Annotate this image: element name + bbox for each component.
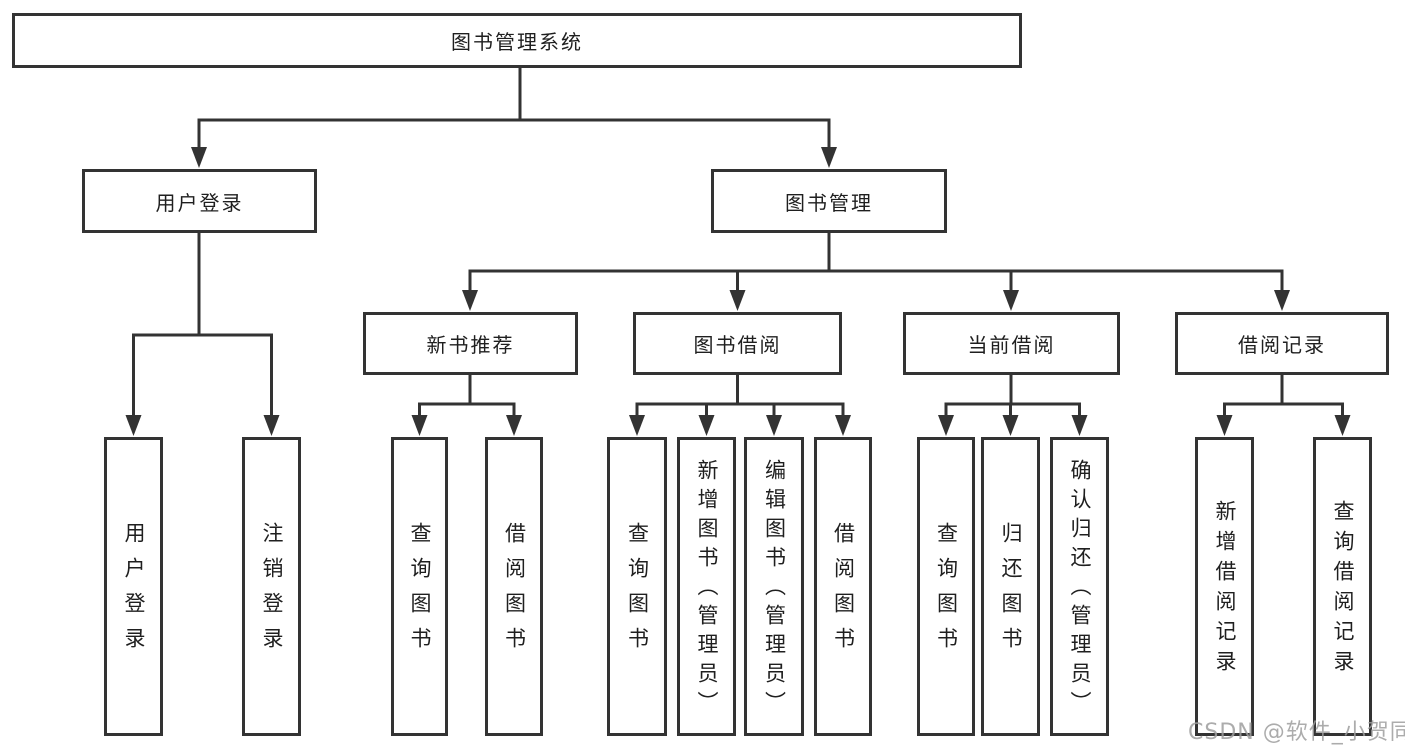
node-leaf-current-confirm-return-admin: 确认归还（管理员）	[1050, 437, 1109, 736]
node-leaf-record-add-borrow-record: 新增借阅记录	[1195, 437, 1254, 736]
node-current-borrow-label: 当前借阅	[967, 333, 1056, 357]
node-borrow-record-label: 借阅记录	[1238, 333, 1326, 357]
node-book-management-label: 图书管理	[785, 190, 873, 215]
node-leaf-newbook-borrow-books: 借阅图书	[485, 437, 543, 736]
node-leaf-borrow-query-books: 查询图书	[607, 437, 667, 736]
watermark: CSDN @软件_小贺同学	[1188, 720, 1405, 745]
node-leaf-borrow-add-book-admin: 新增图书（管理员）	[677, 437, 736, 736]
node-book-borrow-label: 图书借阅	[693, 333, 782, 357]
node-leaf-logout: 注销登录	[242, 437, 301, 736]
node-current-borrow: 当前借阅	[903, 312, 1120, 375]
node-leaf-current-return-books: 归还图书	[981, 437, 1040, 736]
node-user-login-label: 用户登录	[155, 190, 244, 215]
node-leaf-user-login: 用户登录	[104, 437, 163, 736]
node-root-label: 图书管理系统	[451, 30, 583, 54]
node-book-management: 图书管理	[711, 169, 947, 233]
node-leaf-borrow-borrow-books: 借阅图书	[814, 437, 872, 736]
node-user-login: 用户登录	[82, 169, 317, 233]
node-new-book-recommend: 新书推荐	[363, 312, 578, 375]
node-leaf-record-query-borrow-record: 查询借阅记录	[1313, 437, 1372, 736]
node-book-borrow: 图书借阅	[633, 312, 842, 375]
node-borrow-record: 借阅记录	[1175, 312, 1389, 375]
arrowheads	[125, 147, 1351, 436]
node-leaf-newbook-query-books: 查询图书	[391, 437, 448, 736]
node-leaf-borrow-edit-book-admin: 编辑图书（管理员）	[744, 437, 804, 736]
node-new-book-recommend-label: 新书推荐	[426, 333, 515, 357]
node-root: 图书管理系统	[12, 13, 1022, 68]
node-leaf-current-query-books: 查询图书	[917, 437, 975, 736]
